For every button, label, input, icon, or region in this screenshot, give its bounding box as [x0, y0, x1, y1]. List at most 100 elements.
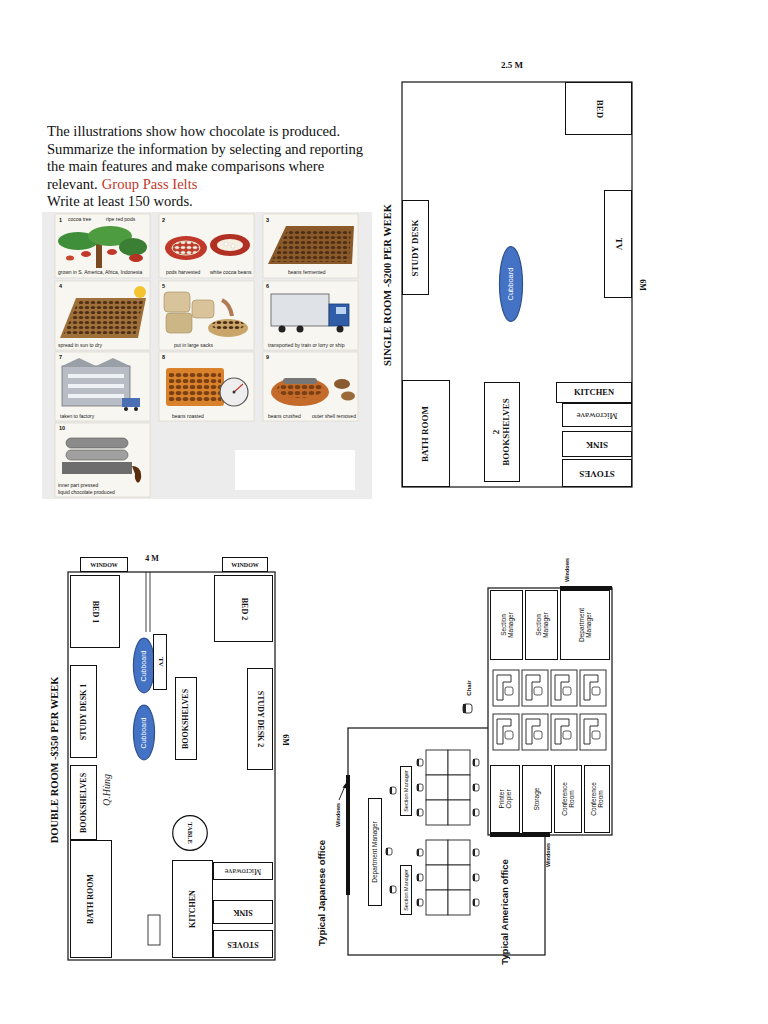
callout-number: 7: [59, 354, 62, 360]
node-label: BOOKSHELVES: [79, 772, 88, 832]
office-room-box: Section Manager: [525, 590, 558, 660]
outline-ellipse: [173, 816, 208, 851]
furniture-box: BATH ROOM: [70, 840, 112, 958]
illustration-ground: [42, 212, 372, 499]
node-label: Department Manager: [371, 821, 378, 882]
node-label: BATH ROOM: [87, 874, 96, 924]
node-label: Printer Copier: [498, 789, 512, 808]
caption-text: white cocoa beans: [210, 270, 251, 276]
window-wall: [490, 833, 550, 837]
office-room-box: Conference Room: [584, 765, 610, 833]
node-label: KITCHEN: [574, 388, 614, 397]
plan-title: Typical American office: [500, 859, 510, 965]
node-label: Storage: [533, 788, 540, 811]
callout-number: 3: [266, 217, 269, 223]
node-label: KITCHEN: [188, 890, 197, 928]
sacks: [164, 292, 248, 337]
chair-label: Chair: [466, 680, 473, 695]
caption-text: grown in S. America, Africa, Indonesia: [58, 270, 142, 276]
caption-text: beans fermented: [288, 270, 326, 276]
caption-text: beans roasted: [172, 414, 204, 420]
press: [62, 438, 141, 483]
node-label: STOVES: [227, 940, 258, 949]
node-label: TV: [613, 238, 623, 251]
office-room-box: Section Manager: [490, 590, 523, 660]
node-label: Cubboard: [507, 268, 515, 301]
node-label: Section Manager: [534, 612, 548, 638]
plan-title: DOUBLE ROOM -$350 PER WEEK: [49, 677, 61, 844]
node-label: STUDY DESK 2: [256, 691, 265, 748]
cocoa-pods: [165, 234, 250, 260]
furniture-box: Microwave: [213, 862, 273, 880]
office-room-box: Printer Copier: [490, 765, 520, 833]
japanese-office-plan: [339, 704, 545, 955]
node-label: Cubboard: [140, 717, 148, 748]
plan-title: SINGLE ROOM -$200 PER WEEK: [382, 204, 394, 366]
node-label: STUDY DESK: [411, 219, 421, 276]
single-room-plan: [402, 82, 632, 487]
callout-number: 2: [162, 217, 165, 223]
factory: [62, 358, 140, 411]
furniture-box: STOVES: [562, 459, 632, 487]
window-label: Windows: [564, 558, 570, 582]
node-label: Section Manager: [499, 612, 513, 638]
furniture-box: SINK: [213, 900, 273, 924]
cocoa-tree: [58, 226, 147, 268]
node-label: Microwave: [577, 410, 618, 420]
furniture-box: STOVES: [213, 930, 273, 958]
callout-number: 4: [59, 283, 62, 289]
node-label: Department Manager: [578, 608, 592, 642]
callout-number: 1: [59, 217, 62, 223]
caption-text: outer shell removed: [312, 414, 356, 420]
furniture-box: 2 BOOKSHELVES: [484, 382, 520, 482]
outline-ellipse: [133, 705, 154, 760]
node-label: Section Manager: [403, 869, 409, 911]
callout-number: 9: [266, 354, 269, 360]
caption-text: put in large sacks: [174, 343, 213, 349]
watermark-text: Group Pass Ielts: [102, 176, 198, 192]
dimension-label: 2.5 M: [501, 61, 523, 71]
desk-group: [426, 750, 470, 915]
office-room-box: Storage: [522, 765, 552, 833]
window-label: Windows: [545, 843, 551, 867]
caption-text: pods harvested: [166, 270, 200, 276]
furniture-box: BED: [565, 82, 632, 135]
dimension-label: 4 M: [145, 555, 159, 564]
cupboard-ellipse: Cubboard: [499, 245, 523, 323]
node-label: SINK: [233, 908, 253, 917]
furniture-box: STUDY DESK: [402, 200, 429, 295]
caption-text: beans crushed: [268, 414, 301, 420]
furniture-box: BOOKSHELVES: [175, 677, 197, 760]
callout-number: 8: [162, 354, 165, 360]
caption-text: liquid chocolate produced: [58, 490, 115, 496]
office-room-box: Conference Room: [554, 765, 582, 833]
window-box: WINDOW: [222, 557, 268, 572]
outline-ellipse: [133, 638, 154, 693]
node-label: BED 2: [239, 597, 248, 619]
node-label: Conference Room: [590, 782, 604, 816]
caption-text: spread in sun to dry: [58, 343, 102, 349]
node-label: Cubboard: [140, 650, 148, 681]
cupboard-ellipse: Cubboard: [133, 704, 155, 761]
furniture-box: Microwave: [562, 403, 632, 427]
caption-text: taken to factory: [60, 414, 94, 420]
office-room-box: Department Manager: [560, 590, 610, 660]
dimension-label: 6M: [638, 279, 647, 291]
node-label: Microwave: [225, 867, 261, 876]
node-label: BOOKSHELVES: [182, 688, 191, 748]
instruction-text: Write at least 150 words.: [47, 193, 382, 211]
chair-icon: [463, 704, 472, 713]
american-office-plan: [488, 588, 612, 835]
instruction-text: The illustrations show how chocolate is …: [47, 123, 363, 192]
node-label: STOVES: [579, 468, 614, 478]
roasting: [166, 368, 248, 406]
drying-tray: [60, 286, 146, 338]
callout-number: 10: [59, 425, 65, 431]
crushing: [271, 378, 355, 406]
cubicles: [493, 670, 606, 750]
window-label: Windows: [335, 803, 341, 827]
furniture-box: KITCHEN: [172, 860, 213, 958]
manager-desk: Section Manager: [400, 865, 412, 915]
node-label: 2 BOOKSHELVES: [492, 398, 512, 466]
furniture-box: STUDY DESK 2: [247, 668, 273, 770]
